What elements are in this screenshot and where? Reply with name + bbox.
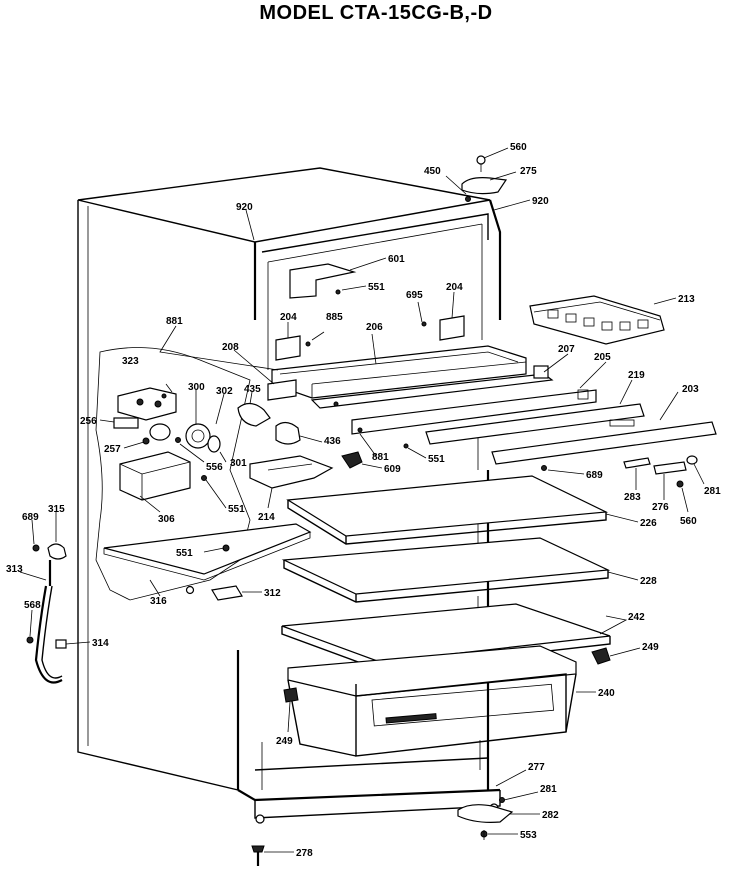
callout-560: 560 — [680, 516, 697, 527]
top-hinge — [461, 155, 508, 202]
callout-450: 450 — [424, 166, 441, 177]
callout-302: 302 — [216, 386, 233, 397]
callout-556: 556 — [206, 462, 223, 473]
callout-560: 560 — [510, 142, 527, 153]
ice-tray — [529, 295, 665, 345]
callout-205: 205 — [594, 352, 611, 363]
callout-881: 881 — [372, 452, 389, 463]
callout-249: 249 — [276, 736, 293, 747]
leader-lines — [19, 147, 705, 853]
callout-206: 206 — [366, 322, 383, 333]
shelf-226 — [286, 475, 609, 545]
callout-435: 435 — [244, 384, 261, 395]
callout-315: 315 — [48, 504, 65, 515]
callout-275: 275 — [520, 166, 537, 177]
callout-276: 276 — [652, 502, 669, 513]
part-281-top — [686, 455, 698, 465]
callout-labels: 560 450 275 920 920 601 551 695 204 213 … — [6, 142, 721, 859]
lamp-436 — [275, 421, 301, 445]
callout-314: 314 — [92, 638, 109, 649]
trim-205 — [351, 389, 597, 435]
callout-881: 881 — [166, 316, 183, 327]
knob-301 — [207, 435, 221, 453]
callout-207: 207 — [558, 344, 575, 355]
callout-553: 553 — [520, 830, 537, 841]
control-group-outline — [95, 347, 251, 601]
callout-228: 228 — [640, 576, 657, 587]
callout-551: 551 — [228, 504, 245, 515]
callout-204: 204 — [446, 282, 463, 293]
part-312 — [211, 585, 243, 601]
bracket-204-right — [439, 315, 465, 341]
light-shield-214 — [249, 455, 334, 489]
water-line — [26, 543, 67, 684]
callout-323: 323 — [122, 356, 139, 367]
light-socket-435 — [237, 402, 271, 427]
trim-219 — [425, 403, 645, 445]
callout-281: 281 — [704, 486, 721, 497]
part-249-left — [283, 687, 299, 703]
callout-300: 300 — [188, 382, 205, 393]
trim-207 — [310, 373, 554, 409]
callout-436: 436 — [324, 436, 341, 447]
callout-301: 301 — [230, 458, 247, 469]
callout-695: 695 — [406, 290, 423, 301]
callout-601: 601 — [388, 254, 405, 265]
callout-203: 203 — [682, 384, 699, 395]
callout-551: 551 — [368, 282, 385, 293]
part-249-right — [591, 647, 611, 665]
crisper-drawer-240 — [287, 645, 577, 757]
shelf-228 — [281, 537, 611, 603]
callout-214: 214 — [258, 512, 275, 523]
callout-551: 551 — [428, 454, 445, 465]
part-256 — [113, 417, 139, 429]
callout-242: 242 — [628, 612, 645, 623]
control-knob-300 — [149, 423, 171, 441]
callout-568: 568 — [24, 600, 41, 611]
callout-609: 609 — [384, 464, 401, 475]
control-housing-306 — [119, 451, 191, 501]
callout-277: 277 — [528, 762, 545, 773]
callout-257: 257 — [104, 444, 121, 455]
callout-278: 278 — [296, 848, 313, 859]
part-609 — [341, 451, 363, 469]
callout-249: 249 — [642, 642, 659, 653]
diagram-title: MODEL CTA-15CG-B,-D — [259, 2, 493, 24]
callout-312: 312 — [264, 588, 281, 599]
shelf-support-316 — [103, 523, 312, 581]
door-stop-208 — [267, 379, 297, 401]
callout-316: 316 — [150, 596, 167, 607]
leveling-leg-278 — [251, 845, 265, 866]
callout-920: 920 — [236, 202, 253, 213]
callout-208: 208 — [222, 342, 239, 353]
callout-689: 689 — [22, 512, 39, 523]
callout-551: 551 — [176, 548, 193, 559]
callout-226: 226 — [640, 518, 657, 529]
callout-281: 281 — [540, 784, 557, 795]
bottom-hinge — [457, 797, 514, 840]
callout-256: 256 — [80, 416, 97, 427]
part-283 — [623, 457, 651, 469]
callout-885: 885 — [326, 312, 343, 323]
bracket-204-left — [275, 335, 301, 361]
callout-283: 283 — [624, 492, 641, 503]
hinge-276 — [653, 461, 687, 475]
callout-920: 920 — [532, 196, 549, 207]
callout-313: 313 — [6, 564, 23, 575]
control-panel — [117, 387, 177, 421]
callout-219: 219 — [628, 370, 645, 381]
callout-240: 240 — [598, 688, 615, 699]
callout-306: 306 — [158, 514, 175, 525]
callout-204: 204 — [280, 312, 297, 323]
callout-689: 689 — [586, 470, 603, 481]
callout-213: 213 — [678, 294, 695, 305]
trim-203 — [491, 421, 717, 465]
callout-282: 282 — [542, 810, 559, 821]
freezer-shelf-601 — [289, 263, 357, 299]
bezel-302 — [185, 423, 211, 449]
